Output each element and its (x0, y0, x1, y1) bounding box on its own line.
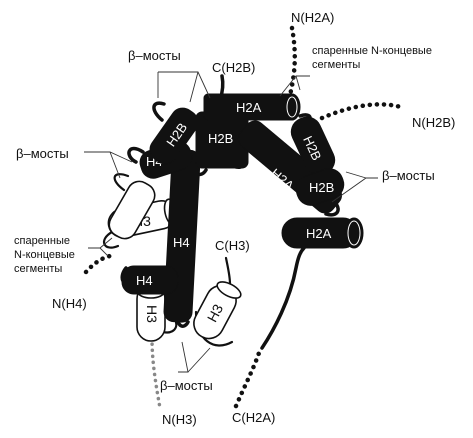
label-n-h2b: N(H2B) (412, 115, 455, 130)
helix-h2b-center: H2B (195, 111, 249, 169)
label-beta-left: β–мосты (16, 146, 69, 161)
label-n-h4: N(H4) (52, 296, 87, 311)
label-c-h3: C(H3) (215, 238, 250, 253)
label-n-h3: N(H3) (162, 412, 197, 427)
helix-label-h4-lower: H4 (136, 273, 153, 288)
helix-h4-long: H4 (163, 149, 201, 323)
label-paired-top-2: сегменты (312, 59, 360, 71)
loop-h2b-top (152, 101, 166, 122)
tail-c-h2a-solid (260, 246, 306, 350)
label-paired-left-1: спаренные (14, 235, 70, 247)
leaders-beta-bottom (178, 341, 211, 373)
helix-label-h3-right: H3 (204, 301, 227, 325)
label-paired-top-1: спаренные N-концевые (312, 45, 432, 57)
loop-h3-top (113, 173, 130, 192)
label-c-h2a: C(H2A) (232, 410, 275, 425)
helix-label-h2a-top: H2A (236, 100, 262, 115)
loop-h4-top (127, 146, 145, 164)
tail-n-h2a (287, 25, 298, 98)
helix-h2b-diag: H2B (149, 107, 199, 165)
helix-h2b-right-upper: H2B (290, 116, 336, 176)
label-paired-left-3: сегменты (14, 263, 62, 275)
leaders-paired-left (88, 237, 113, 257)
helix-h2b-right-lower: H2B (295, 168, 345, 206)
leaders-paired-top (279, 75, 310, 97)
leaders-beta-right (331, 171, 378, 203)
label-beta-right: β–мосты (382, 168, 435, 183)
helix-label-h2b-right-lower: H2B (309, 180, 334, 195)
label-c-h2b: C(H2B) (212, 60, 255, 75)
tail-n-h2b (319, 102, 407, 121)
helix-h3-right: H3 (193, 281, 242, 340)
helix-label-h2b-center: H2B (208, 131, 233, 146)
label-beta-bottom: β–мосты (160, 378, 213, 393)
tail-c-h2a-dotted (233, 347, 263, 409)
tail-n-h4 (83, 252, 119, 275)
helix-h4-lower: H4 (121, 265, 179, 295)
label-beta-top: β–мосты (128, 48, 181, 63)
leaders-beta-left (84, 151, 133, 179)
helix-label-h3-lower: H3 (144, 305, 160, 323)
helix-label-h4-long: H4 (173, 235, 190, 250)
leaders-beta-top (157, 71, 211, 103)
helix-h2a-right-bottom: H2A (281, 217, 364, 249)
tail-c-h3 (224, 256, 232, 286)
label-paired-left-2: N-концевые (14, 249, 75, 261)
helix-h3-left-bar (108, 180, 156, 240)
label-n-h2a: N(H2A) (291, 10, 334, 25)
tail-n-h3 (150, 336, 162, 410)
helix-label-h2a-right-bottom: H2A (306, 226, 332, 241)
helix-h2a-top: H2A (203, 93, 301, 121)
